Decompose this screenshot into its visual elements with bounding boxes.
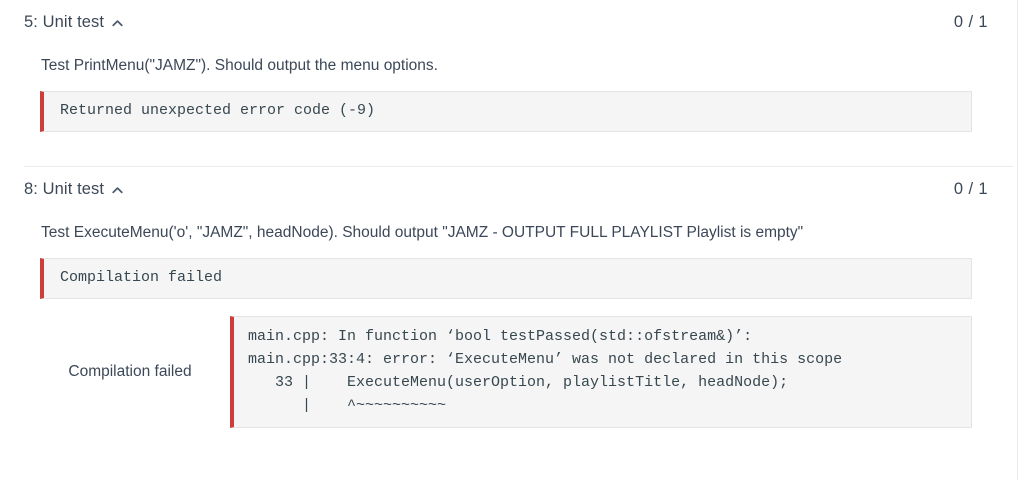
compiler-error-block: main.cpp: In function ‘bool testPassed(s… [230, 316, 972, 428]
test-output-text-8: Compilation failed [60, 269, 223, 286]
test-section-header-5[interactable]: 5: Unit test 0 / 1 [24, 0, 1002, 35]
chevron-up-icon[interactable] [111, 17, 124, 30]
section-gap [0, 132, 1026, 166]
test-output-text-5: Returned unexpected error code (-9) [60, 102, 376, 119]
test-score-5: 0 / 1 [953, 12, 988, 31]
compiler-error-text: main.cpp: In function ‘bool testPassed(s… [248, 328, 843, 414]
test-section-toggle-5[interactable]: 5: Unit test [24, 12, 124, 32]
panel-right-edge [1017, 0, 1018, 480]
test-section-5: 5: Unit test 0 / 1 Test PrintMenu("JAMZ"… [0, 0, 1026, 132]
test-section-title-8: 8: Unit test [24, 180, 105, 198]
test-description-5: Test PrintMenu("JAMZ"). Should output th… [41, 57, 438, 74]
test-output-block-5: Returned unexpected error code (-9) [40, 91, 972, 132]
test-section-8: 8: Unit test 0 / 1 Test ExecuteMenu('o',… [0, 167, 1026, 428]
compilation-failed-row: Compilation failed main.cpp: In function… [40, 316, 972, 428]
chevron-up-icon[interactable] [111, 184, 124, 197]
test-section-title-5: 5: Unit test [24, 13, 105, 31]
test-output-block-8: Compilation failed [40, 258, 972, 299]
test-score-8: 0 / 1 [953, 179, 988, 198]
test-section-toggle-8[interactable]: 8: Unit test [24, 179, 124, 199]
test-section-header-8[interactable]: 8: Unit test 0 / 1 [24, 167, 1002, 202]
section-divider [24, 166, 1013, 167]
compilation-failed-label: Compilation failed [68, 363, 192, 380]
test-description-8: Test ExecuteMenu('o', "JAMZ", headNode).… [41, 224, 804, 241]
